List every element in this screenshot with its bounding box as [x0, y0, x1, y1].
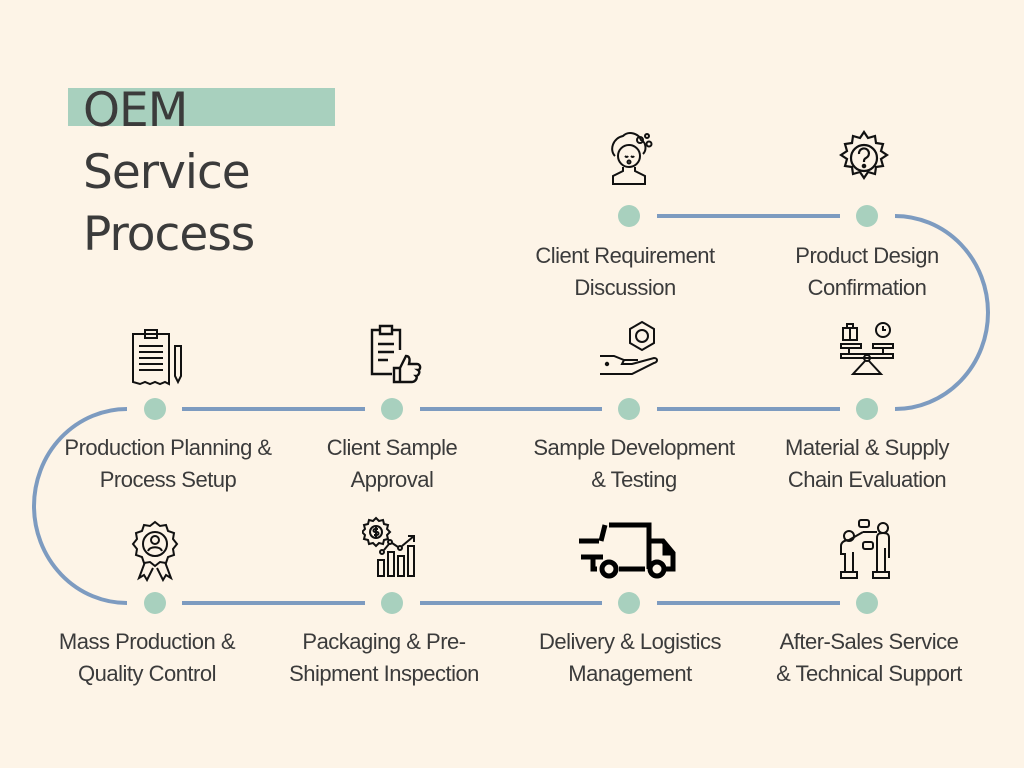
step-label-line: Process Setup: [99, 467, 237, 492]
step-marker: [144, 398, 166, 420]
step-label: Client Sample Approval: [272, 432, 512, 496]
step-label: After-Sales Service & Technical Support: [749, 626, 989, 690]
gear-question-icon: [832, 126, 896, 190]
step-marker: [144, 592, 166, 614]
step-label-line: Approval: [350, 467, 434, 492]
hand-hex-nut-icon: [598, 318, 662, 382]
track-arc-right: [894, 214, 990, 411]
track-arc-left: [32, 407, 128, 605]
step-label: Packaging & Pre- Shipment Inspection: [264, 626, 504, 690]
step-label: Mass Production & Quality Control: [27, 626, 267, 690]
step-label-line: Client Sample: [326, 435, 458, 460]
step-marker: [618, 205, 640, 227]
step-label-line: Shipment Inspection: [289, 661, 479, 686]
title-line-1: OEM: [83, 83, 188, 138]
step-label: Material & Supply Chain Evaluation: [747, 432, 987, 496]
title-line-2: Service: [83, 145, 251, 200]
step-label-line: & Testing: [591, 467, 677, 492]
clipboard-thumbs-up-icon: [360, 320, 424, 384]
step-marker: [618, 398, 640, 420]
step-label-line: Confirmation: [807, 275, 927, 300]
step-label-line: Product Design: [795, 243, 939, 268]
step-label-line: Quality Control: [77, 661, 217, 686]
step-label: Client Requirement Discussion: [505, 240, 745, 304]
title-highlight: [68, 88, 335, 126]
money-gear-chart-icon: [360, 516, 426, 580]
step-label-line: Mass Production &: [58, 629, 236, 654]
step-label-line: Discussion: [574, 275, 676, 300]
step-marker: [856, 398, 878, 420]
step-marker: [381, 398, 403, 420]
step-label-line: Sample Development: [533, 435, 735, 460]
woman-thinking-icon: [597, 126, 661, 190]
step-label: Product Design Confirmation: [747, 240, 987, 304]
step-label: Sample Development & Testing: [514, 432, 754, 496]
step-label: Production Planning & Process Setup: [48, 432, 288, 496]
title-line-3: Process: [83, 207, 255, 262]
step-label-line: Material & Supply: [785, 435, 949, 460]
step-label-line: After-Sales Service: [779, 629, 959, 654]
balance-scale-icon: [835, 318, 899, 382]
step-marker: [381, 592, 403, 614]
step-marker: [856, 205, 878, 227]
step-label-line: & Technical Support: [776, 661, 962, 686]
step-label: Delivery & Logistics Management: [510, 626, 750, 690]
step-marker: [856, 592, 878, 614]
people-support-icon: [835, 518, 899, 582]
delivery-truck-icon: [579, 517, 679, 581]
step-marker: [618, 592, 640, 614]
step-label-line: Client Requirement: [535, 243, 715, 268]
award-badge-icon: [123, 518, 187, 583]
clipboard-pencil-icon: [125, 326, 189, 390]
step-label-line: Delivery & Logistics: [539, 629, 721, 654]
step-label-line: Chain Evaluation: [787, 467, 947, 492]
step-label-line: Production Planning &: [64, 435, 272, 460]
step-label-line: Management: [568, 661, 692, 686]
page-title: OEM Service Process: [83, 80, 255, 266]
step-label-line: Packaging & Pre-: [302, 629, 466, 654]
